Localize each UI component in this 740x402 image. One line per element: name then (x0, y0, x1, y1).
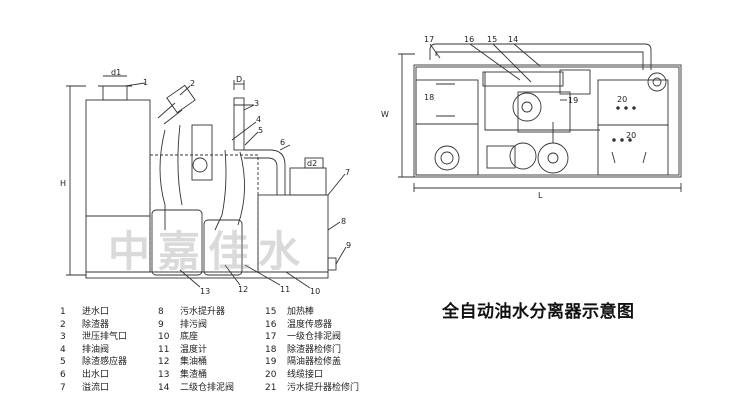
side-view (66, 75, 347, 289)
callout-6: 6 (280, 138, 285, 147)
pipe-flange (192, 157, 208, 173)
callout-8: 8 (341, 217, 346, 226)
callout-17: 17 (424, 35, 434, 44)
label-D: D (236, 75, 242, 84)
top-frame (413, 64, 682, 178)
callout-11: 11 (280, 285, 290, 294)
callout-16: 16 (464, 35, 474, 44)
callout-14: 14 (508, 35, 518, 44)
callout-20-a: 20 (617, 95, 627, 104)
callout-13: 13 (200, 287, 210, 296)
separator-cover (512, 92, 542, 122)
callout-4: 4 (256, 115, 261, 124)
callout-5: 5 (258, 126, 263, 135)
watermark: 中嘉佳水 (108, 227, 309, 276)
callout-19: 19 (568, 96, 578, 105)
callout-9: 9 (346, 241, 351, 250)
inlet-port (102, 85, 128, 101)
oil-bucket (203, 219, 243, 276)
drain-valve (327, 257, 337, 271)
callout-20-b: 20 (626, 131, 636, 140)
label-L: L (538, 191, 543, 200)
callout-15: 15 (487, 35, 497, 44)
top-view (398, 43, 682, 192)
callout-3: 3 (254, 99, 259, 108)
slag-bucket (151, 209, 203, 276)
callout-12: 12 (238, 285, 248, 294)
label-d2: d2 (307, 159, 317, 168)
callout-2: 2 (190, 79, 195, 88)
label-d1: d1 (111, 68, 121, 77)
callout-10: 10 (310, 287, 320, 296)
callout-1: 1 (143, 78, 148, 87)
label-H: H (60, 179, 66, 188)
callout-7: 7 (345, 168, 350, 177)
diagram-title: 全自动油水分离器示意图 (442, 302, 635, 322)
slag-remover (157, 84, 196, 125)
callout-18: 18 (424, 93, 434, 102)
label-W: W (381, 110, 389, 119)
